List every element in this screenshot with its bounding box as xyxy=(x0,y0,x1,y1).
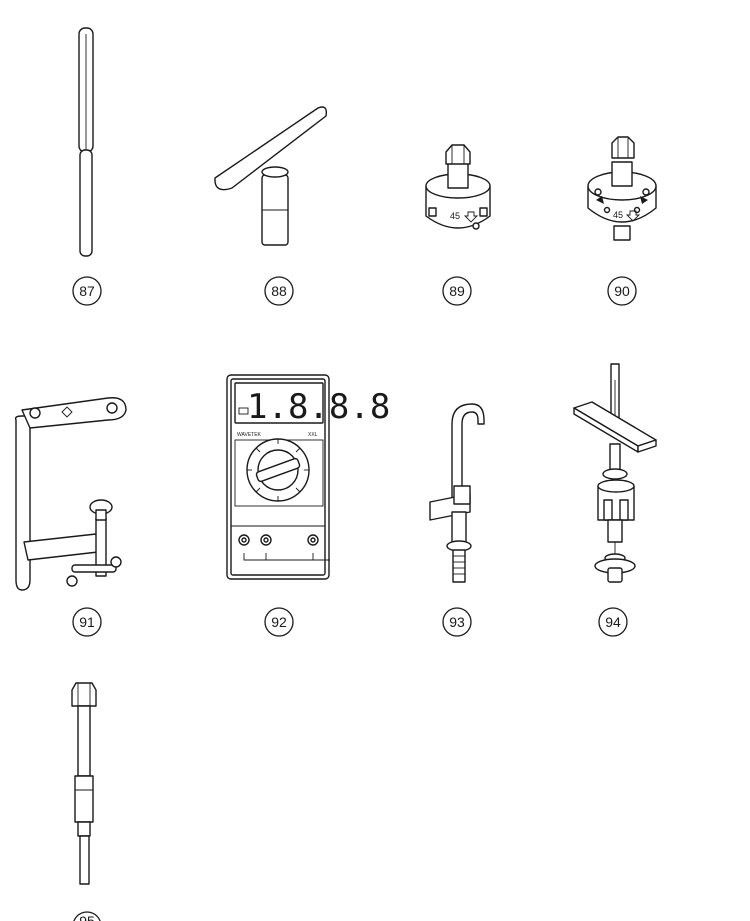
multimeter-model: XXL xyxy=(308,432,318,438)
badge-87: 87 xyxy=(72,276,102,306)
tool-87-rod xyxy=(78,27,94,257)
adapter-90-mark: 45 xyxy=(613,210,623,220)
tool-93-hook-probe xyxy=(429,403,485,583)
tool-94-t-bar-fixture xyxy=(573,363,657,583)
badge-90-label: 90 xyxy=(614,283,630,299)
badge-94: 94 xyxy=(598,607,628,637)
badge-89-label: 89 xyxy=(449,283,465,299)
badge-88-label: 88 xyxy=(271,283,287,299)
tool-89-adapter: 45 xyxy=(425,144,491,230)
badge-92: 92 xyxy=(264,607,294,637)
badge-93-label: 93 xyxy=(449,614,465,630)
badge-89: 89 xyxy=(442,276,472,306)
badge-93: 93 xyxy=(442,607,472,637)
badge-90: 90 xyxy=(607,276,637,306)
tool-92-multimeter: 1.8.8.8 WAVETEK XXL xyxy=(226,374,390,580)
tool-91-c-clamp xyxy=(14,397,127,591)
multimeter-display: 1.8.8.8 xyxy=(247,387,390,427)
badge-88: 88 xyxy=(264,276,294,306)
badge-92-label: 92 xyxy=(271,614,287,630)
adapter-89-mark: 45 xyxy=(450,211,460,221)
badge-87-label: 87 xyxy=(79,283,95,299)
tool-88-t-handle xyxy=(214,106,328,246)
multimeter-brand: WAVETEK xyxy=(237,432,262,438)
badge-94-label: 94 xyxy=(605,614,621,630)
tool-90-adapter: 45 xyxy=(587,136,657,241)
badge-91: 91 xyxy=(72,607,102,637)
badge-95: 95 xyxy=(73,911,101,921)
badge-95-label: 95 xyxy=(79,913,95,921)
tool-95-long-bolt xyxy=(71,682,97,885)
badge-91-label: 91 xyxy=(79,614,95,630)
